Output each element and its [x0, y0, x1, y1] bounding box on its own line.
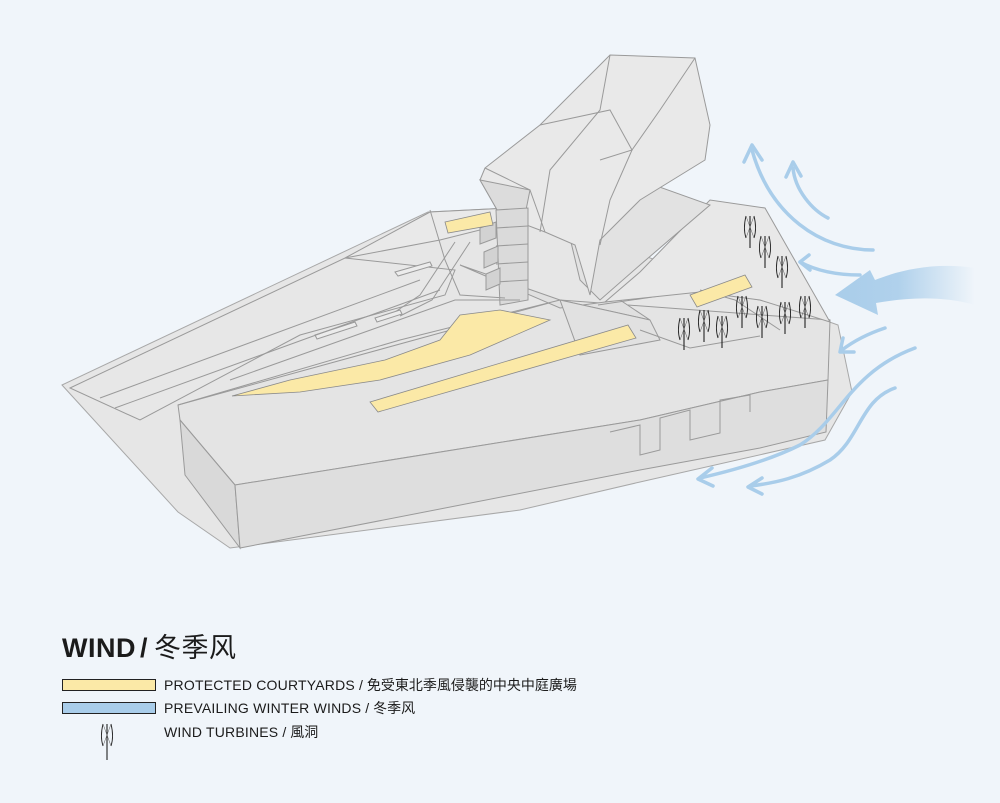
wind-arrow [791, 166, 830, 220]
courtyard-central [231, 309, 552, 397]
legend-item-winds: PREVAILING WINTER WINDS/冬季风 [62, 700, 415, 716]
wind-turbine-icon [101, 723, 113, 760]
legend-item-turbines: WIND TURBINES/風洞 [164, 724, 319, 740]
legend-label-en: WIND TURBINES [164, 724, 279, 740]
courtyard-linear [369, 324, 637, 413]
prevailing-wind-arrow-large [835, 265, 975, 315]
legend-label-cn: 風洞 [290, 724, 319, 740]
building-wind-diagram [61, 54, 975, 550]
wind-arrow [698, 346, 917, 480]
wind-swatch [62, 702, 156, 714]
wind-arrow [748, 386, 897, 488]
legend-title-cn: 冬季风 [154, 633, 237, 663]
protected-courtyards [231, 211, 753, 413]
wind-arrow [750, 148, 875, 252]
legend-label-cn: 冬季风 [373, 700, 416, 716]
legend-item-courtyards: PROTECTED COURTYARDS/免受東北季風侵襲的中央中庭廣場 [62, 677, 577, 693]
legend-title: WIND/冬季风 [62, 633, 237, 663]
courtyard-swatch [62, 679, 156, 691]
courtyard-upper [444, 211, 494, 234]
legend-title-en: WIND [62, 633, 136, 663]
legend-label-en: PROTECTED COURTYARDS [164, 677, 355, 693]
prevailing-winter-winds [696, 143, 917, 496]
courtyard-east [689, 274, 753, 308]
legend-label-cn: 免受東北季風侵襲的中央中庭廣場 [366, 677, 577, 693]
legend-label-en: PREVAILING WINTER WINDS [164, 700, 362, 716]
wind-arrow [840, 326, 887, 352]
